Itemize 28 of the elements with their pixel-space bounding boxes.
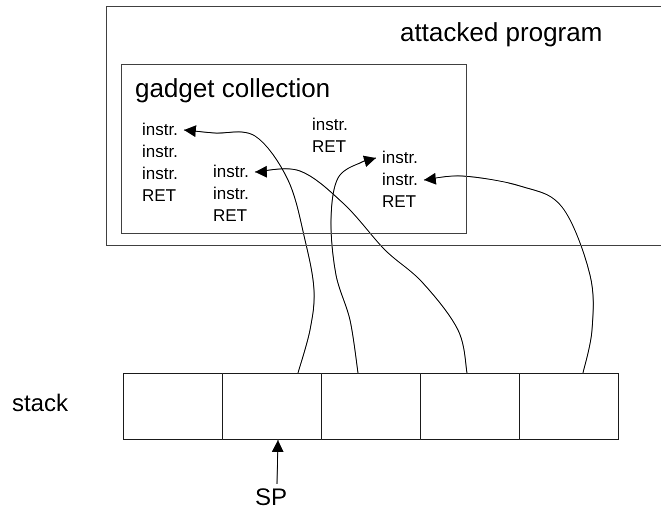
program-frame xyxy=(106,6,661,246)
instruction-text: RET xyxy=(213,205,248,227)
arrow xyxy=(254,165,468,374)
arrow xyxy=(183,125,315,374)
instruction-text: RET xyxy=(312,136,347,158)
frame-title: gadget collection xyxy=(135,73,330,104)
stack-slot xyxy=(222,373,322,440)
stack-slot xyxy=(123,373,223,440)
stack-label: stack xyxy=(12,390,68,418)
instruction-text: instr. xyxy=(142,119,178,141)
stack-slot xyxy=(420,373,520,440)
frame-title: attacked program xyxy=(400,17,602,48)
instruction-text: instr. xyxy=(213,161,249,183)
arrow xyxy=(330,154,376,374)
stack-slot xyxy=(519,373,619,440)
instruction-text: instr. xyxy=(382,147,418,169)
stack-slot xyxy=(321,373,421,440)
pointer-label: SP xyxy=(255,484,288,512)
instruction-text: instr. xyxy=(312,114,348,136)
instruction-text: RET xyxy=(142,185,177,207)
instruction-text: instr. xyxy=(142,141,178,163)
instruction-text: instr. xyxy=(382,169,418,191)
arrow xyxy=(423,172,594,374)
arrow xyxy=(272,440,284,484)
group-box xyxy=(121,64,467,234)
instruction-text: instr. xyxy=(142,163,178,185)
instruction-text: RET xyxy=(382,191,417,213)
instruction-text: instr. xyxy=(213,183,249,205)
